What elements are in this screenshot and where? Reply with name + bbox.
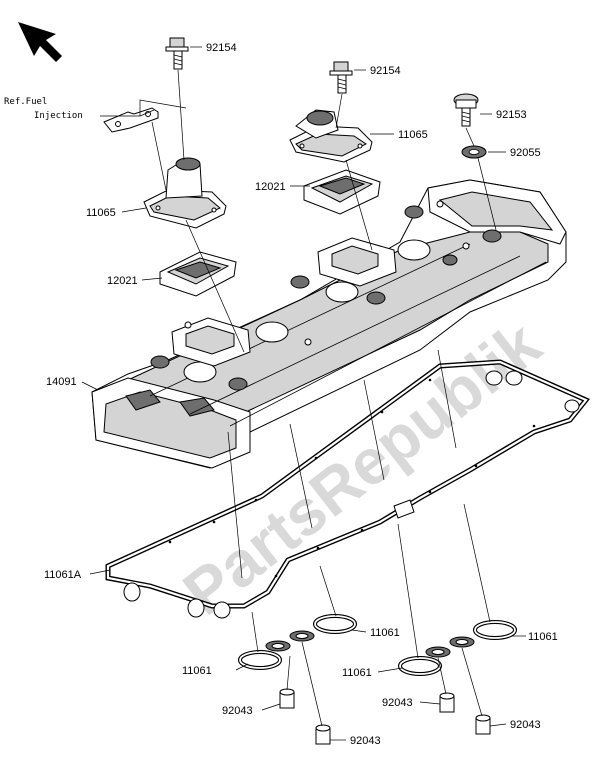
reed-plate-left[interactable] [159, 251, 237, 297]
label-92043-3: 92043 [382, 697, 413, 709]
front-direction-arrow-icon [18, 22, 62, 62]
breather-cap-right[interactable] [289, 109, 373, 163]
label-14091: 14091 [46, 376, 77, 388]
cylinder-head-cover[interactable] [91, 179, 567, 469]
plug-gasket-group-1[interactable] [238, 614, 357, 670]
label-11061-2: 11061 [528, 631, 558, 643]
breather-port-right [317, 237, 397, 287]
breather-port-left [171, 317, 251, 367]
washer-92055[interactable] [461, 145, 487, 159]
label-92043-4: 92043 [510, 719, 541, 731]
label-92154-left: 92154 [206, 42, 237, 54]
breather-cap-left[interactable] [143, 157, 227, 229]
label-92043-2: 92043 [350, 735, 381, 747]
dowel-pin-2[interactable] [315, 724, 331, 745]
bolt-92154-left[interactable] [165, 37, 189, 70]
dowel-pin-4[interactable] [475, 714, 491, 735]
label-11061A: 11061A [44, 569, 82, 581]
label-92153: 92153 [496, 109, 527, 121]
label-11065-left: 11065 [86, 207, 116, 219]
ref-note-line1: Ref.Fuel [4, 97, 47, 107]
label-92154-right: 92154 [370, 65, 401, 77]
cover-gasket[interactable] [105, 359, 590, 619]
reed-plate-right[interactable] [303, 169, 381, 215]
label-11061-4: 11061 [342, 667, 372, 679]
bolt-92153[interactable] [453, 93, 479, 127]
label-92055: 92055 [510, 147, 541, 159]
label-12021-right: 12021 [255, 181, 286, 193]
bolt-92154-right[interactable] [329, 61, 353, 94]
dowel-pin-3[interactable] [439, 692, 455, 713]
label-92043-1: 92043 [222, 705, 253, 717]
leader-lines [81, 46, 526, 741]
label-11065-right: 11065 [398, 129, 428, 141]
label-12021-left: 12021 [107, 275, 138, 287]
dowel-pin-1[interactable] [279, 688, 295, 709]
ref-note-line2: Injection [34, 111, 83, 121]
plug-gasket-group-2[interactable] [398, 620, 517, 676]
label-11061-3: 11061 [182, 665, 212, 677]
label-11061-1: 11061 [370, 627, 400, 639]
